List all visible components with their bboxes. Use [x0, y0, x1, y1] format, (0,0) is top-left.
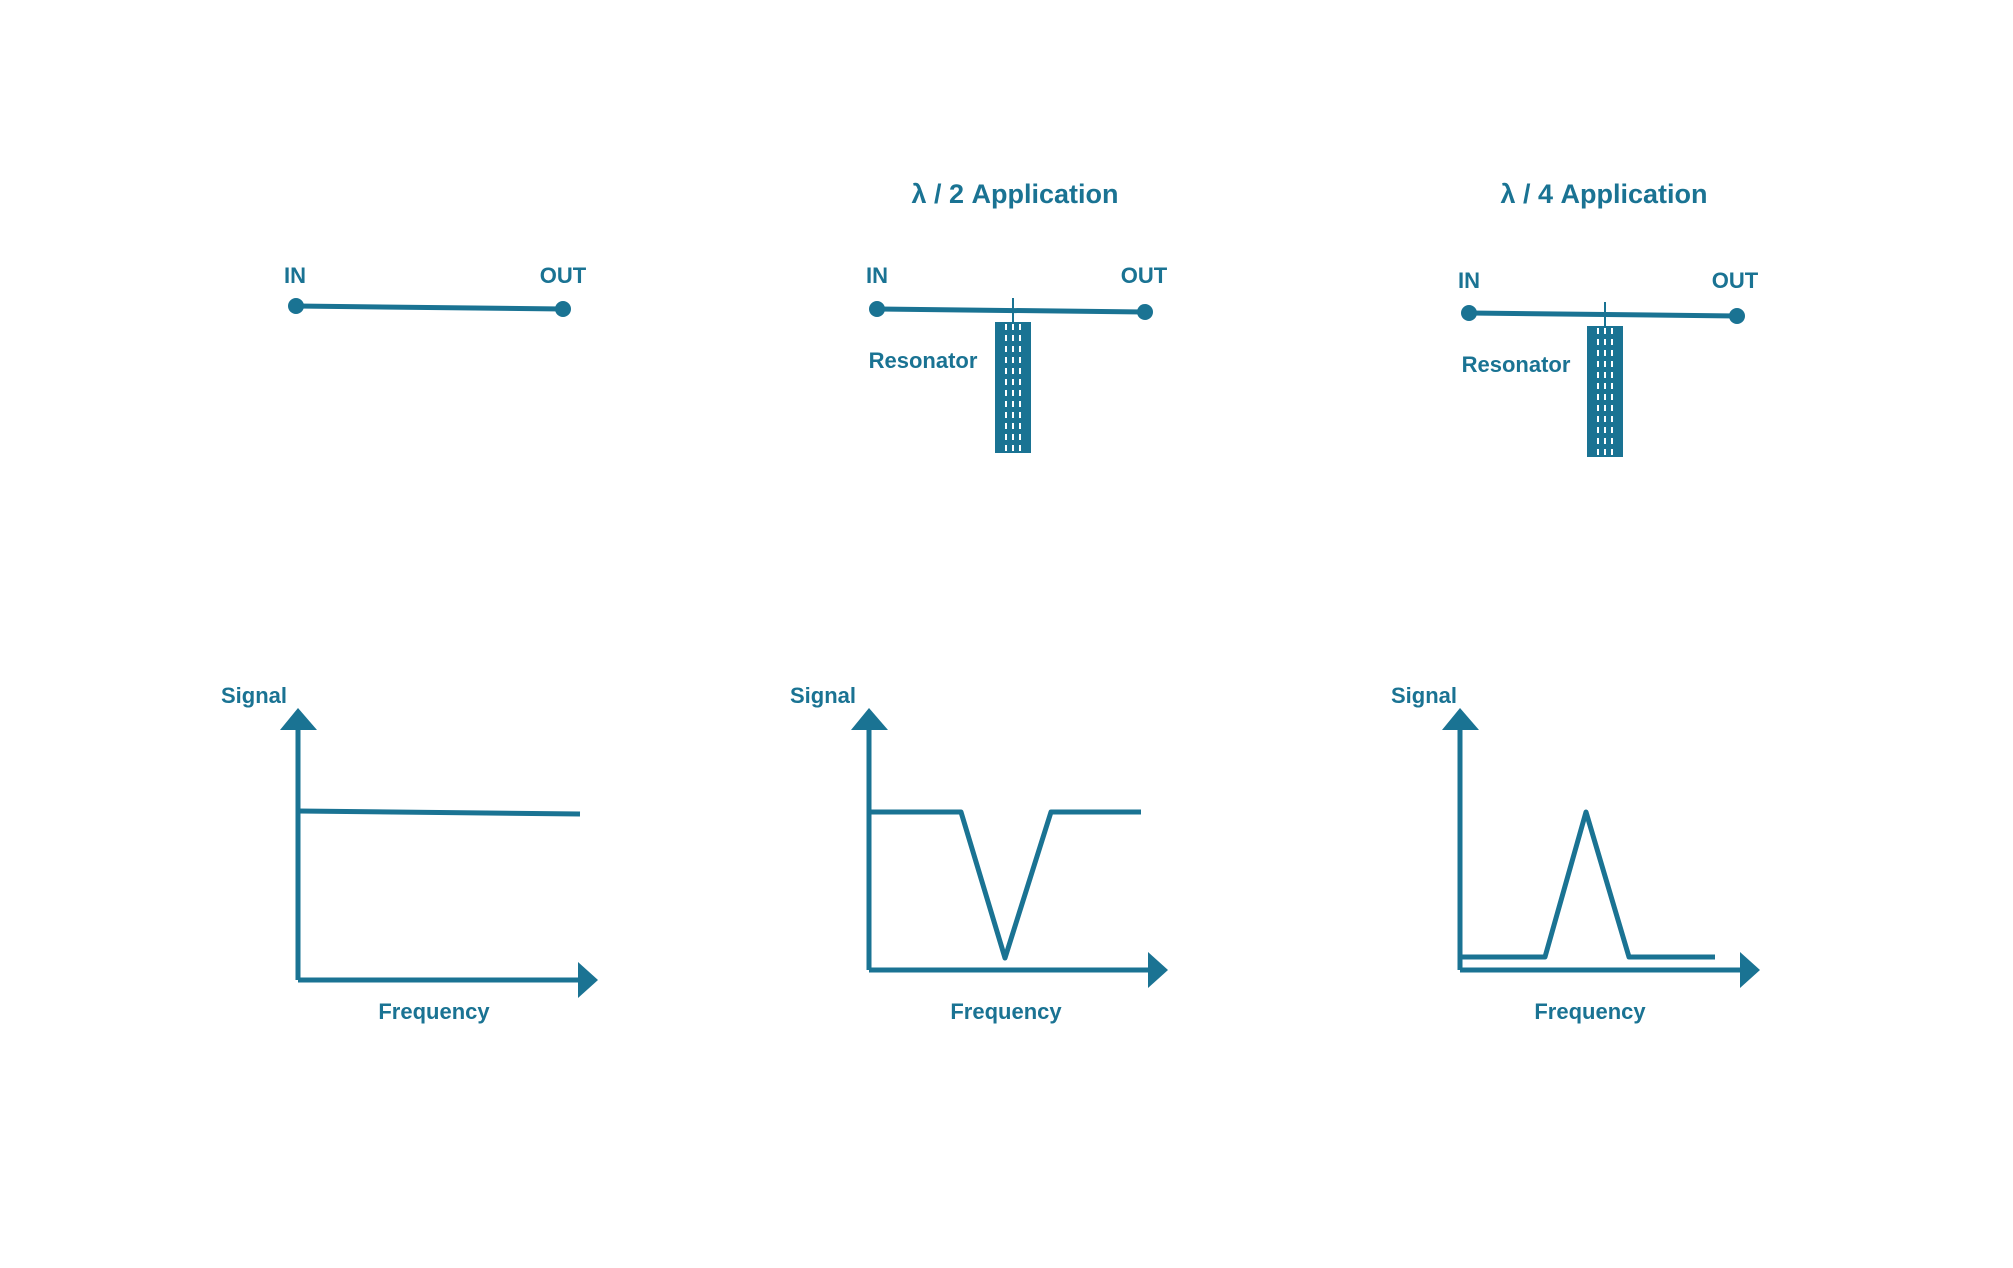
in-label: IN — [1458, 268, 1480, 293]
circuit-direct: IN OUT — [284, 263, 587, 317]
x-axis-arrowhead — [578, 962, 598, 998]
graph-direct: Signal Frequency — [221, 683, 598, 1024]
panel-title: λ / 2 Application — [911, 179, 1118, 209]
x-axis-label: Frequency — [1534, 999, 1646, 1024]
out-terminal-dot — [555, 301, 571, 317]
out-label: OUT — [1712, 268, 1759, 293]
y-axis-arrowhead — [280, 708, 317, 730]
out-terminal-dot — [1137, 304, 1153, 320]
response-curve-flat — [297, 808, 581, 817]
resonator-label: Resonator — [869, 348, 978, 373]
y-axis-arrowhead — [851, 708, 888, 730]
out-terminal-dot — [1729, 308, 1745, 324]
graph-half-wave: Signal Frequency — [790, 683, 1168, 1024]
x-axis-label: Frequency — [950, 999, 1062, 1024]
response-curve-notch — [869, 809, 1141, 961]
resonator-label: Resonator — [1462, 352, 1571, 377]
y-axis-label: Signal — [1391, 683, 1457, 708]
panel-direct: IN OUT Signal Frequency — [221, 263, 598, 1024]
transmission-line — [1468, 310, 1738, 319]
out-label: OUT — [540, 263, 587, 288]
out-label: OUT — [1121, 263, 1168, 288]
x-axis-label: Frequency — [378, 999, 490, 1024]
resonator-block — [1587, 326, 1623, 457]
in-label: IN — [284, 263, 306, 288]
x-axis-arrowhead — [1740, 952, 1760, 988]
in-terminal-dot — [288, 298, 304, 314]
in-terminal-dot — [1461, 305, 1477, 321]
panel-title: λ / 4 Application — [1500, 179, 1707, 209]
circuit-half-wave: IN OUT Resonator — [866, 263, 1168, 453]
panel-half-wave: λ / 2 Application IN OUT Resonator Signa… — [790, 179, 1168, 1024]
panel-quarter-wave: λ / 4 Application IN OUT Resonator Signa… — [1391, 179, 1760, 1024]
resonator-body — [1587, 326, 1623, 457]
transmission-line — [295, 303, 564, 312]
y-axis-label: Signal — [790, 683, 856, 708]
in-label: IN — [866, 263, 888, 288]
circuit-quarter-wave: IN OUT Resonator — [1458, 268, 1759, 457]
response-curve-peak — [1462, 809, 1715, 960]
resonator-body — [995, 322, 1031, 453]
resonator-block — [995, 322, 1031, 453]
graph-quarter-wave: Signal Frequency — [1391, 683, 1760, 1024]
transmission-line — [876, 306, 1146, 315]
y-axis-label: Signal — [221, 683, 287, 708]
x-axis-arrowhead — [1148, 952, 1168, 988]
in-terminal-dot — [869, 301, 885, 317]
y-axis-arrowhead — [1442, 708, 1479, 730]
